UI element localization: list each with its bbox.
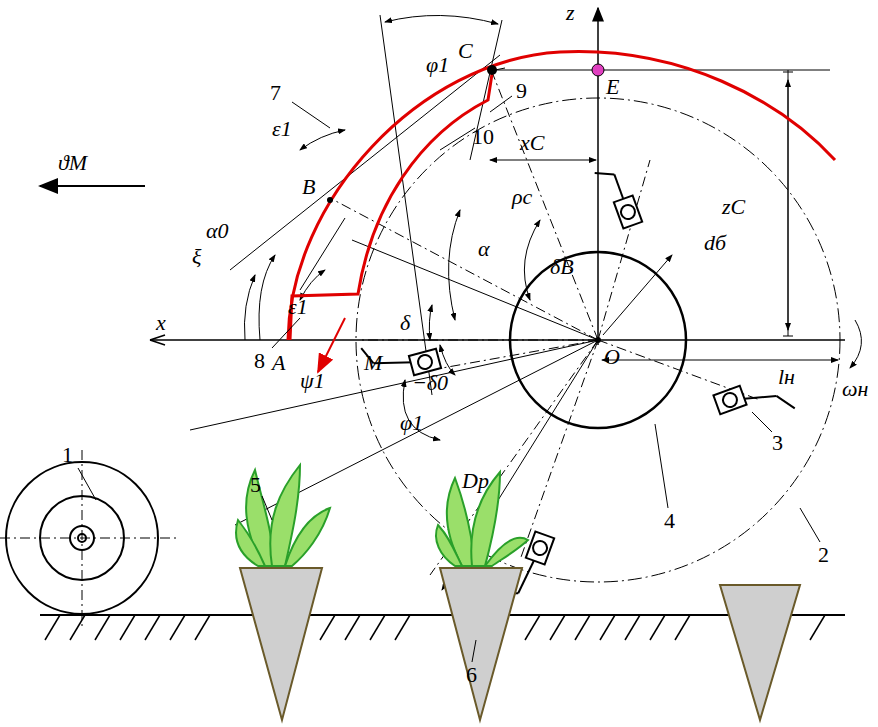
callout-number: 1 [62, 444, 73, 466]
angle-label: ξ [192, 246, 201, 268]
axis-label: x [156, 312, 166, 334]
callout-number: 6 [466, 664, 477, 686]
callout-number: 8 [254, 350, 265, 372]
angle-label: ε1 [288, 296, 308, 318]
point-label: A [272, 352, 285, 374]
axis-label: z [566, 2, 575, 24]
dimension-label: ρc [512, 186, 532, 208]
dimension-label: xC [520, 132, 544, 154]
dimension-label: zC [722, 196, 745, 218]
speed-label: ϑМ [58, 152, 87, 174]
callout-number: 9 [516, 80, 527, 102]
point-label: B [302, 176, 315, 198]
angle-label: φ1 [400, 412, 423, 434]
callout-number: 10 [472, 126, 494, 148]
point-label: C [458, 40, 473, 62]
angle-label: ψ1 [300, 370, 325, 392]
angle-label: ε1 [272, 118, 292, 140]
angle-label: −δ0 [412, 372, 448, 394]
callout-number: 5 [250, 474, 261, 496]
point-label: E [606, 76, 619, 98]
angle-label: α [478, 238, 490, 260]
angle-label: α0 [206, 220, 229, 242]
speed-label: ωн [842, 378, 868, 400]
point-label: O [604, 346, 620, 368]
angle-label: φ1 [426, 54, 449, 76]
point-label: M [364, 352, 382, 374]
dimension-label: lн [778, 366, 795, 388]
callout-number: 4 [664, 510, 675, 532]
callout-number: 2 [818, 544, 829, 566]
angle-label: δ [400, 312, 410, 334]
angle-label: δВ [550, 256, 574, 278]
dimension-label: dб [704, 232, 726, 254]
callout-number: 7 [270, 82, 281, 104]
dimension-label: Dр [462, 470, 489, 492]
callout-number: 3 [772, 432, 783, 454]
